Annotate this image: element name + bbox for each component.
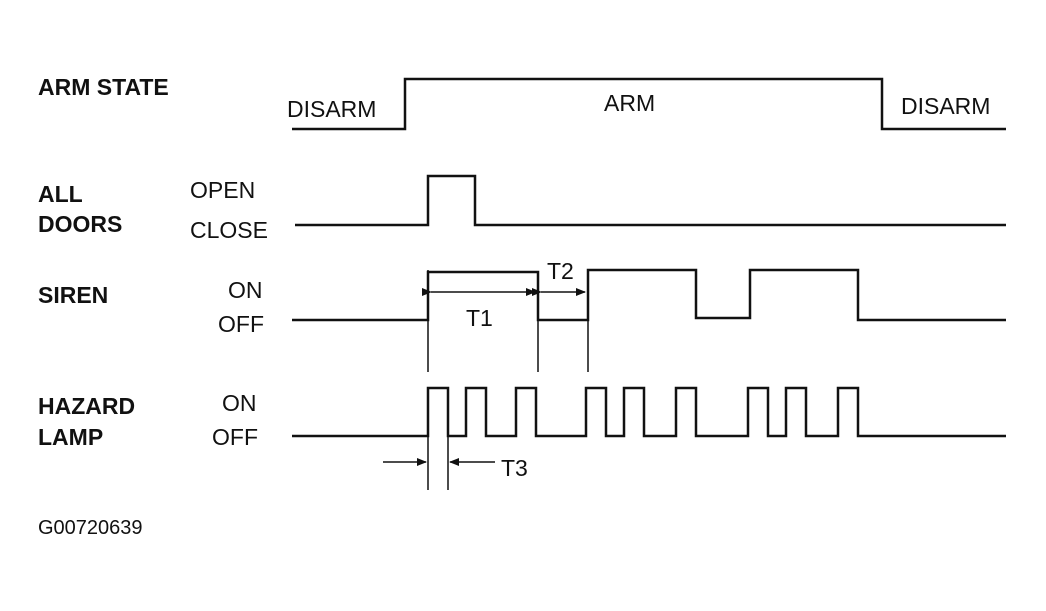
- hazard-off-level: OFF: [212, 424, 258, 450]
- t3-label: T3: [501, 455, 528, 481]
- all-doors-waveform: [295, 174, 1006, 227]
- arm-state-waveform: [292, 77, 1006, 131]
- arm-state-arm: ARM: [604, 90, 656, 116]
- hazard-lamp-waveform: [292, 386, 1006, 438]
- arm-state-disarm-right: DISARM: [901, 93, 991, 119]
- all-doors-label-line1: ALL: [38, 181, 83, 207]
- t1-label: T1: [466, 305, 493, 331]
- arm-state-label: ARM STATE: [38, 74, 169, 100]
- arm-state-disarm-left: DISARM: [287, 96, 377, 122]
- figure-id: G00720639: [38, 517, 143, 539]
- siren-waveform: [292, 268, 1006, 322]
- all-doors-close-level: CLOSE: [190, 217, 268, 243]
- hazard-lamp-label-line2: LAMP: [38, 424, 104, 450]
- hazard-lamp-label-line1: HAZARD: [38, 393, 136, 419]
- hazard-on-level: ON: [222, 390, 257, 416]
- siren-on-level: ON: [228, 277, 263, 303]
- all-doors-open-level: OPEN: [190, 177, 256, 203]
- t2-label: T2: [547, 258, 574, 284]
- siren-off-level: OFF: [218, 311, 264, 337]
- all-doors-label-line2: DOORS: [38, 211, 123, 237]
- siren-label: SIREN: [38, 282, 109, 308]
